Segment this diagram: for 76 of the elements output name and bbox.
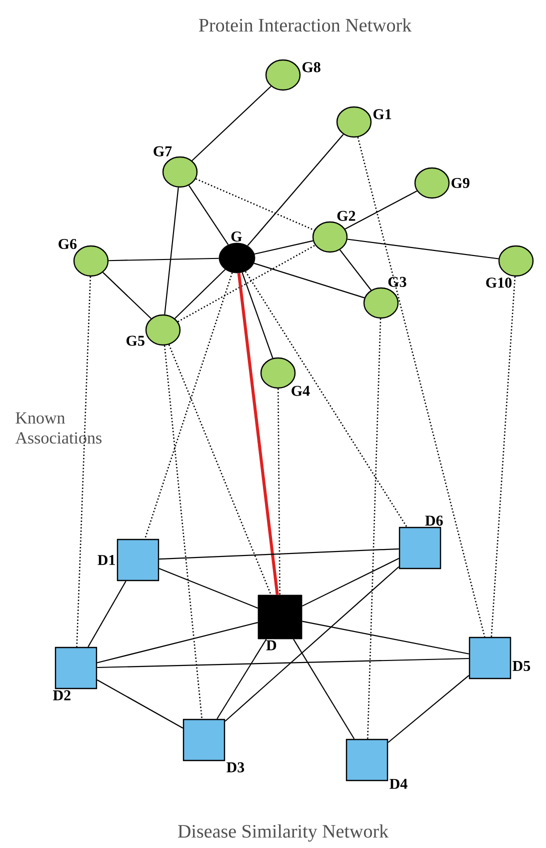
connector-line xyxy=(97,658,469,668)
connector-line xyxy=(254,262,365,298)
protein-node: G8 xyxy=(265,59,320,91)
disease-node: D6 xyxy=(398,516,443,570)
protein-node: G1 xyxy=(336,106,392,138)
node-label: G5 xyxy=(126,336,144,346)
node-label: G1 xyxy=(373,109,392,120)
node-label: G xyxy=(231,232,242,242)
connector-line xyxy=(224,566,400,722)
disease-node: D3 xyxy=(182,718,244,772)
connector-line xyxy=(242,272,274,358)
association-line xyxy=(144,272,233,540)
connector-line xyxy=(344,190,418,230)
protein-node: G2 xyxy=(312,210,356,253)
association-line xyxy=(164,345,203,719)
protein-node: G6 xyxy=(58,239,109,277)
node-label: G10 xyxy=(486,278,512,288)
association-line xyxy=(168,344,272,596)
node-label: D5 xyxy=(512,661,530,672)
node-label: G3 xyxy=(388,276,406,287)
node-label: D xyxy=(266,640,276,650)
node-label: G4 xyxy=(292,386,310,396)
connector-line xyxy=(96,679,184,729)
association-line xyxy=(196,178,314,231)
connector-line xyxy=(159,548,399,560)
connector-line xyxy=(102,272,152,319)
disease-node: D1 xyxy=(98,538,160,582)
node-label: G2 xyxy=(337,210,356,221)
node-label: G6 xyxy=(58,238,77,250)
disease-node: D2 xyxy=(53,646,98,700)
protein-node: G5 xyxy=(126,314,181,346)
association-line xyxy=(178,244,316,322)
disease-node: D xyxy=(258,594,302,650)
protein-node: G9 xyxy=(414,167,470,199)
association-line xyxy=(490,276,516,637)
connector-line xyxy=(340,250,372,290)
node-label: G8 xyxy=(302,62,320,72)
association-line xyxy=(244,271,408,528)
association-line xyxy=(357,137,486,638)
connector-line xyxy=(388,675,470,743)
connector-line xyxy=(302,558,400,607)
connector-line xyxy=(96,622,258,664)
network-title: Disease Similarity Network xyxy=(178,824,389,842)
connector-line xyxy=(108,258,219,262)
protein-node: G xyxy=(218,232,256,274)
disease-node: D5 xyxy=(468,636,530,680)
node-label: D4 xyxy=(390,778,408,789)
node-label: D3 xyxy=(226,762,244,772)
connector-line xyxy=(254,240,314,255)
connector-line xyxy=(302,620,469,654)
side-label: Known Associations xyxy=(15,412,102,444)
connector-line xyxy=(174,269,226,319)
connector-line xyxy=(158,568,258,609)
connector-line xyxy=(216,638,267,720)
protein-node: G10 xyxy=(486,245,534,288)
node-label: D1 xyxy=(98,555,115,565)
protein-node: G7 xyxy=(154,146,198,188)
disease-node: D4 xyxy=(346,738,408,789)
node-label: D6 xyxy=(425,516,443,526)
node-label: D2 xyxy=(53,690,70,700)
protein-node: G4 xyxy=(260,357,310,396)
connector-line xyxy=(188,185,229,245)
connector-line xyxy=(237,272,279,595)
association-line xyxy=(76,276,92,647)
connector-line xyxy=(293,638,355,740)
connector-line xyxy=(247,134,344,246)
node-label: G7 xyxy=(154,146,172,156)
connector-line xyxy=(164,187,179,315)
node-label: G9 xyxy=(452,178,470,188)
connector-line xyxy=(88,580,126,648)
connector-line xyxy=(347,238,499,260)
protein-node: G3 xyxy=(363,276,406,319)
connector-line xyxy=(192,86,272,162)
network-title: Protein Interaction Network xyxy=(198,18,412,32)
association-line xyxy=(367,318,382,739)
association-line xyxy=(277,388,280,595)
